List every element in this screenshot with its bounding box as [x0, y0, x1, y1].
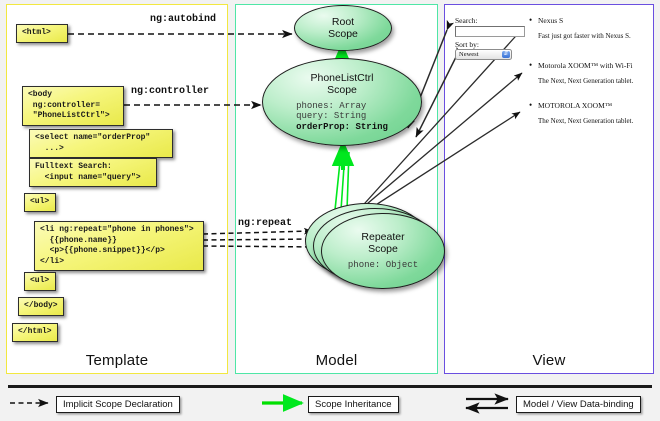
- prop-phones: phones: Array: [296, 100, 367, 111]
- phone-item-desc-0: Fast just got faster with Nexus S.: [538, 32, 631, 40]
- code-box-html-open: <html>: [16, 24, 68, 43]
- scope-repeater-props: phone: Object: [347, 260, 419, 271]
- prop-orderprop: orderProp: String: [296, 121, 388, 132]
- code-box-body-close: </body>: [18, 297, 64, 316]
- edge-binding-phone-1: [347, 72, 523, 221]
- chevron-updown-icon: ⇵: [502, 51, 510, 58]
- edge-label-ng-controller: ng:controller: [131, 86, 210, 97]
- sort-select-value: Newest: [459, 51, 479, 58]
- code-box-ul-open: <ul>: [24, 193, 56, 212]
- panel-template-label: Template: [85, 352, 149, 369]
- scope-phonelistctrl-props: phones: Array query: String orderProp: S…: [296, 101, 388, 133]
- panel-view-label: View: [532, 352, 566, 369]
- phone-item-desc-2: The Next, Next Generation tablet.: [538, 117, 634, 125]
- legend-divider: [8, 385, 652, 388]
- code-box-select: <select name="orderProp" ...>: [29, 129, 173, 158]
- sort-select[interactable]: Newest ⇵: [455, 49, 512, 60]
- code-box-body-open: <body ng:controller= "PhoneListCtrl">: [22, 86, 124, 126]
- legend-item-implicit-scope-declaration: Implicit Scope Declaration: [56, 396, 180, 413]
- edge-ng-repeat: [202, 227, 325, 251]
- phone-item-name-0[interactable]: Nexus S: [529, 15, 563, 25]
- panel-model-label: Model: [315, 352, 358, 369]
- edge-label-ng-repeat: ng:repeat: [238, 218, 293, 229]
- view-sort-label: Sort by:: [455, 40, 479, 49]
- legend-item-model-view-data-binding: Model / View Data-binding: [516, 396, 641, 413]
- phone-item-name-1[interactable]: Motorola XOOM™ with Wi-Fi: [529, 60, 633, 70]
- phone-item-desc-1: The Next, Next Generation tablet.: [538, 77, 634, 85]
- code-box-html-close: </html>: [12, 323, 58, 342]
- edge-label-ng-autobind: ng:autobind: [150, 14, 217, 25]
- prop-query: query: String: [296, 111, 367, 122]
- edge-inherit-phonelistctrl: [331, 139, 355, 211]
- code-box-ul-close: <ul>: [24, 272, 56, 291]
- view-search-label: Search:: [455, 16, 478, 25]
- search-input[interactable]: [455, 26, 525, 37]
- panel-model: Model: [235, 4, 438, 374]
- phone-item-name-2[interactable]: MOTOROLA XOOM™: [529, 100, 612, 110]
- legend-item-scope-inheritance: Scope Inheritance: [308, 396, 399, 413]
- code-box-li-repeat: <li ng:repeat="phone in phones"> {{phone…: [34, 221, 204, 271]
- edge-binding-orderprop: [415, 46, 464, 138]
- code-box-fulltext: Fulltext Search: <input name="query">: [29, 158, 157, 187]
